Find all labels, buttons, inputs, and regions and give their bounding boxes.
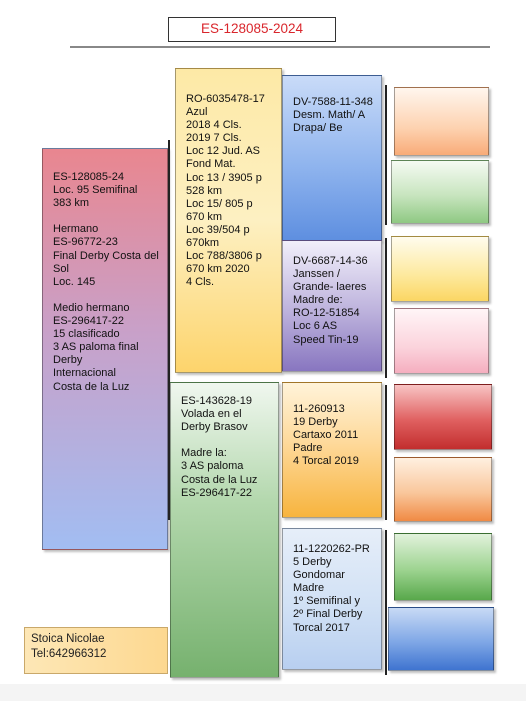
connector-line xyxy=(385,238,387,378)
ancestor-box xyxy=(388,607,494,671)
dam-sire-card: 11-260913 19 Derby Cartaxo 2011 Padre 4 … xyxy=(282,382,382,518)
subject-card: ES-128085-24 Loc. 95 Semifinal 383 km He… xyxy=(42,148,168,550)
connector-line xyxy=(168,140,170,520)
connector-line xyxy=(385,85,387,225)
breeder-contact: Stoica Nicolae Tel:642966312 xyxy=(24,627,168,674)
ancestor-box xyxy=(391,236,489,302)
header-divider xyxy=(70,46,490,48)
dam-dam-card: 11-1220262-PR 5 Derby Gondomar Madre 1º … xyxy=(282,528,382,670)
connector-line xyxy=(385,385,387,520)
ancestor-box xyxy=(394,87,489,156)
sire-dam-card: DV-6687-14-36 Janssen / Grande- laeres M… xyxy=(282,240,382,372)
sire-card: RO-6035478-17 Azul 2018 4 Cls. 2019 7 Cl… xyxy=(175,68,282,373)
bottom-strip xyxy=(0,684,526,701)
ancestor-box xyxy=(394,308,489,374)
dam-card: ES-143628-19 Volada en el Derby Brasov M… xyxy=(170,382,279,678)
ancestor-box xyxy=(391,160,489,224)
connector-line xyxy=(385,530,387,675)
ancestor-box xyxy=(394,457,492,522)
ancestor-box xyxy=(394,384,492,450)
pedigree-title: ES-128085-2024 xyxy=(168,17,336,42)
sire-sire-card: DV-7588-11-348 Desm. Math/ A Drapa/ Be xyxy=(282,75,382,241)
ancestor-box xyxy=(394,533,492,601)
